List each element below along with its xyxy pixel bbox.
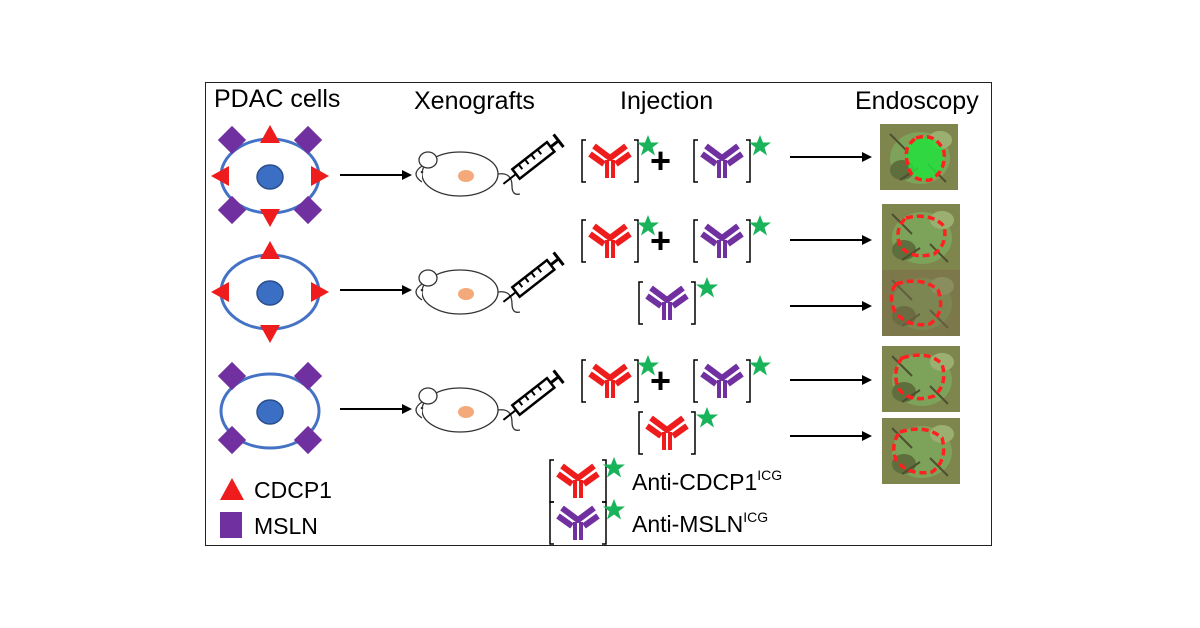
antibody-anti-cdcp1-icon [638,411,696,455]
plus-sign: + [650,360,671,401]
plus-sign: + [650,140,671,181]
header-pdac-cells: PDAC cells [214,85,340,113]
legend-anti-cdcp1: Anti-CDCP1ICG [632,467,782,495]
star-icon [696,277,718,298]
antibody-anti-cdcp1-icon [581,139,639,183]
plus-sign: + [650,220,671,261]
syringe-icon [496,250,565,310]
endoscopy-image [881,345,961,413]
endoscopy-image [879,123,959,191]
header-endoscopy: Endoscopy [855,87,979,115]
header-injection: Injection [620,87,713,115]
endoscopy-image [881,203,961,271]
legend-msln: MSLN [254,513,318,539]
figure-frame [205,82,992,546]
star-icon [749,135,771,156]
antibody-anti-cdcp1-icon [581,219,639,263]
endoscopy-image [881,269,961,337]
legend-anti-msln: Anti-MSLNICG [632,509,768,537]
star-icon [749,355,771,376]
antibody-anti-cdcp1-icon [549,459,607,503]
pdac-cell-cdcp1 [211,241,329,343]
syringe-icon [496,132,565,192]
cdcp1-triangle-icon [220,478,244,500]
antibody-anti-msln-icon [693,139,751,183]
mouse-icon [415,269,521,315]
header-xenografts: Xenografts [414,87,535,115]
pdac-cell-cdcp1-msln [211,125,329,227]
star-icon [696,407,718,428]
legend-cdcp1: CDCP1 [254,477,332,503]
antibody-anti-msln-icon [693,219,751,263]
antibody-anti-msln-icon [693,359,751,403]
antibody-anti-cdcp1-icon [581,359,639,403]
msln-square-icon [220,512,242,538]
mouse-icon [415,151,521,197]
antibody-anti-msln-icon [638,281,696,325]
mouse-icon [415,387,521,433]
pdac-cell-msln [217,361,323,455]
endoscopy-image [881,417,961,485]
syringe-icon [496,368,565,428]
star-icon [749,215,771,236]
antibody-anti-msln-icon [549,501,607,545]
